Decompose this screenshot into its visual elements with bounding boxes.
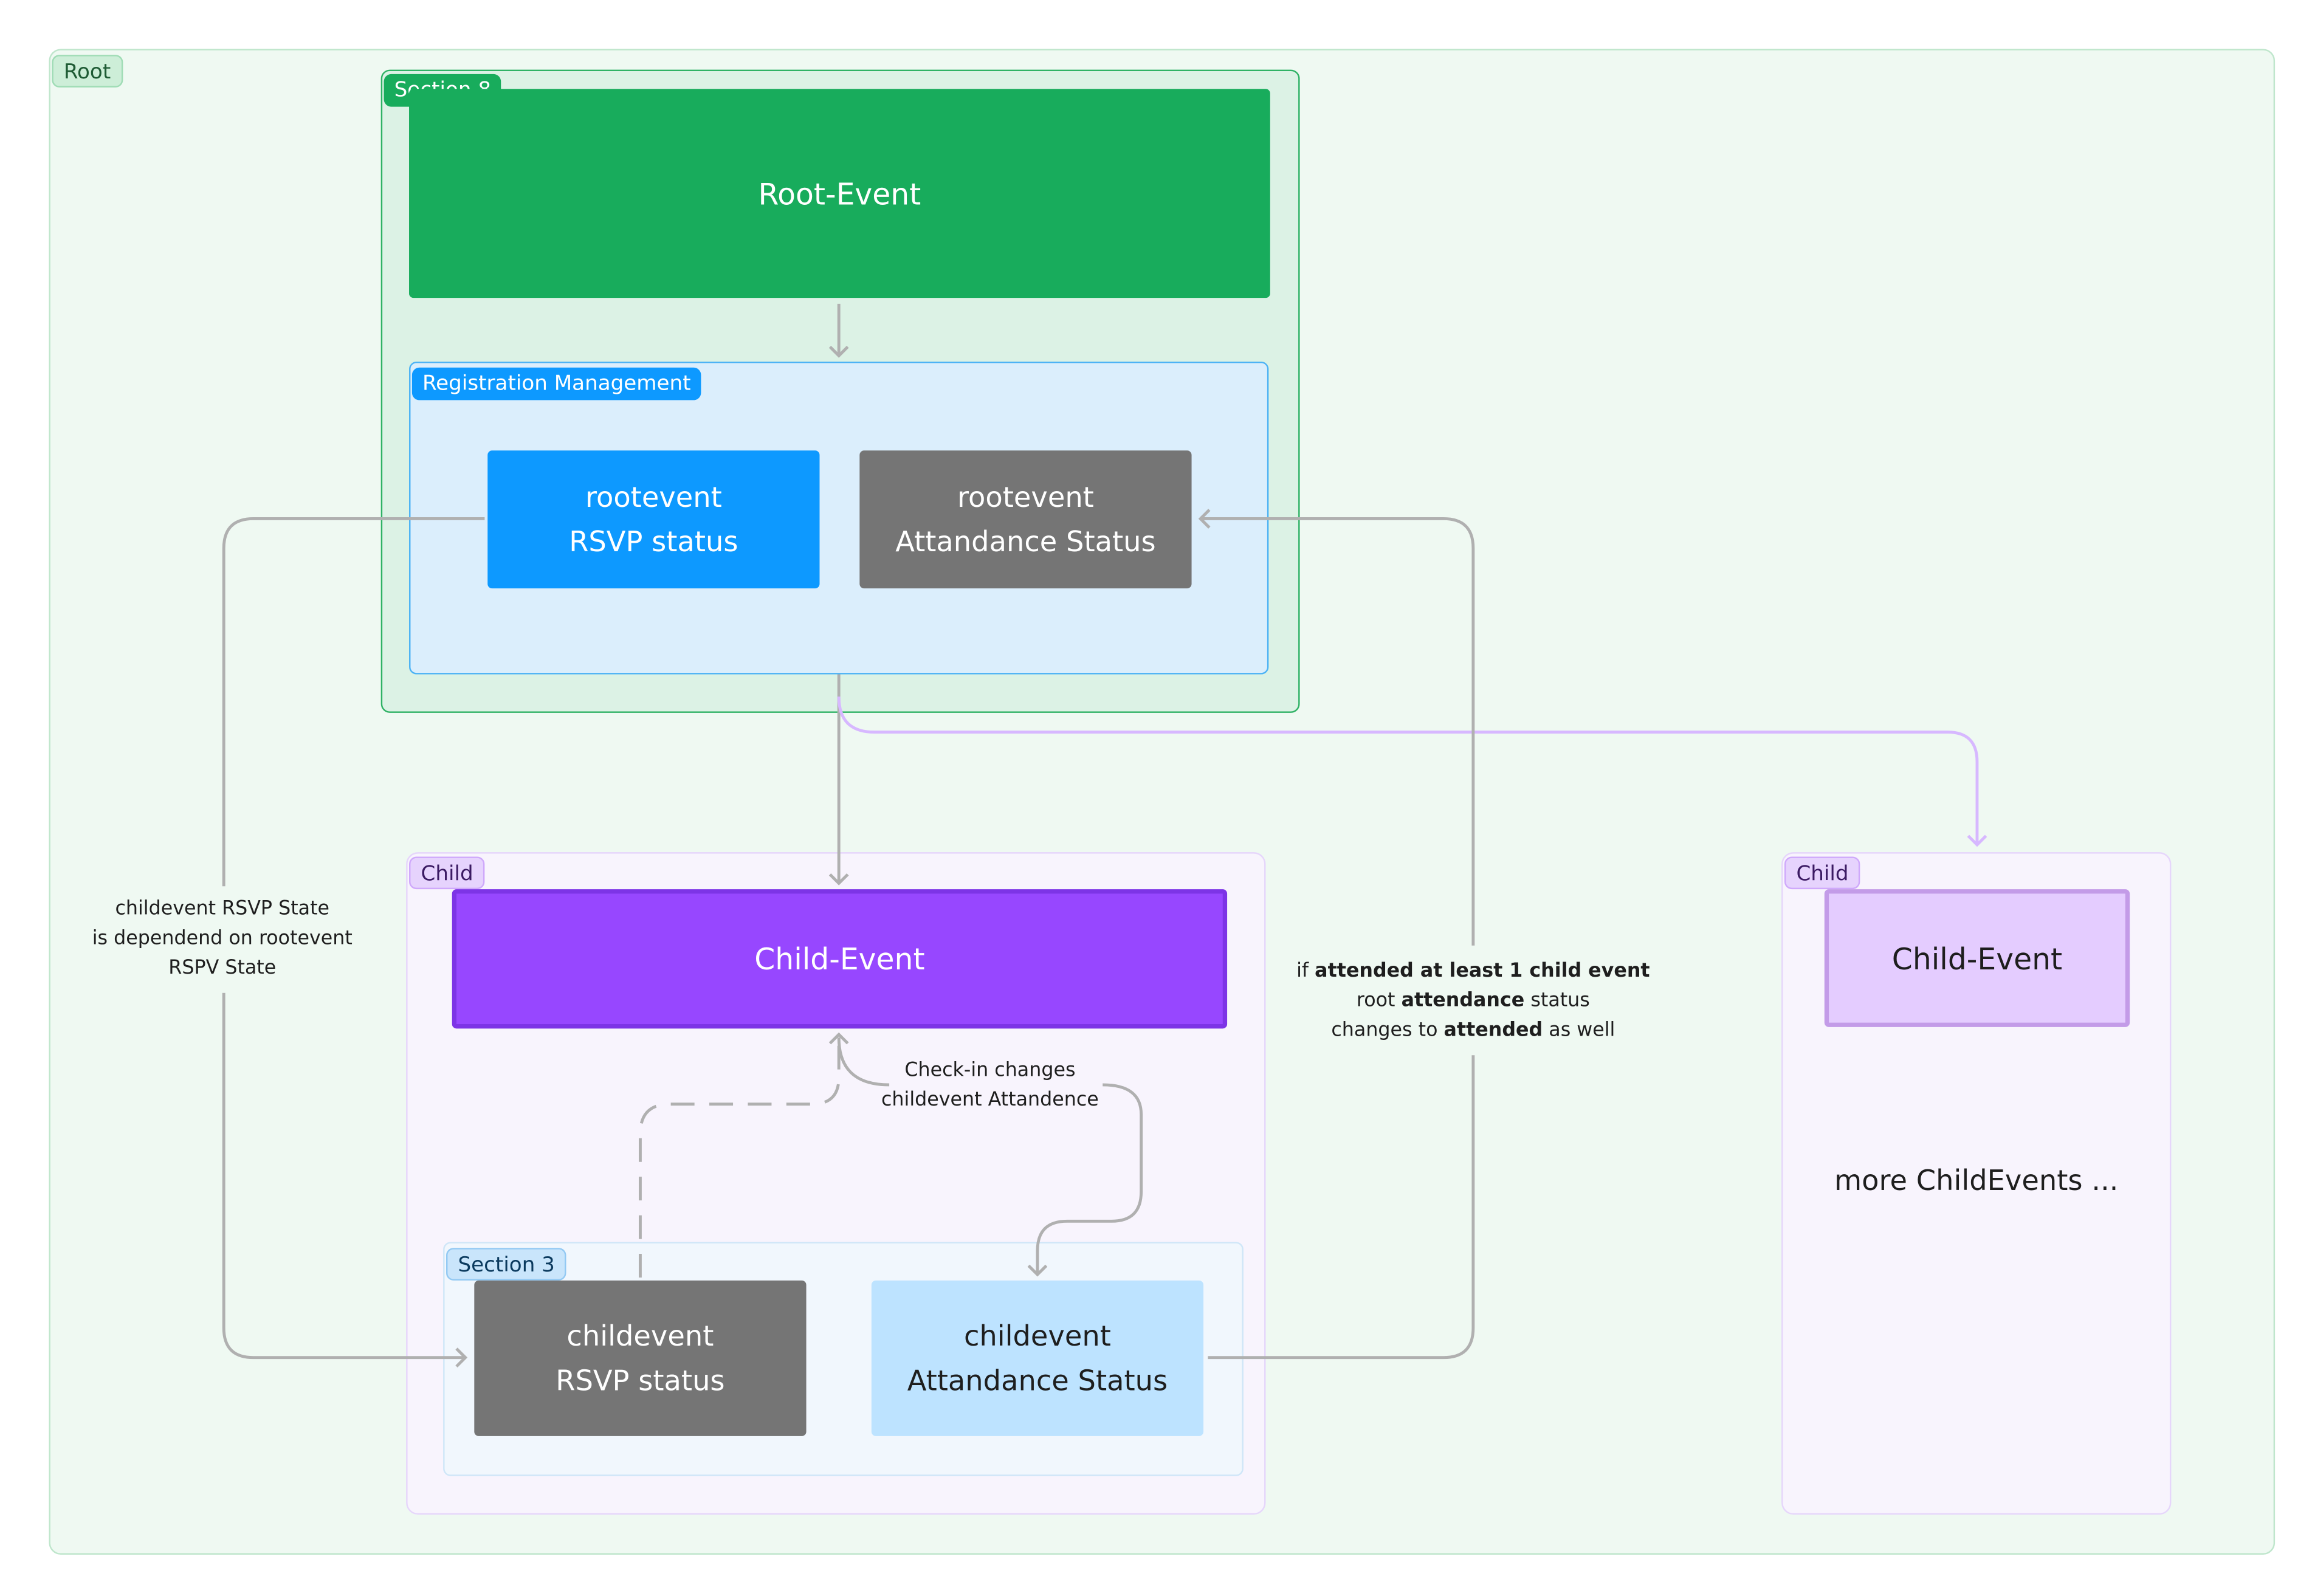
root-event-node[interactable]: Root-Event bbox=[409, 89, 1270, 298]
rsvp-dependency-line3: RSPV State bbox=[168, 957, 277, 980]
childevent-rsvp-line2: RSVP status bbox=[556, 1364, 725, 1397]
edge-registration-to-side-child bbox=[837, 697, 1987, 847]
rootevent-rsvp-line1: rootevent bbox=[585, 481, 722, 514]
checkin-line2: childevent Attandence bbox=[881, 1089, 1099, 1112]
root-section-label: Root bbox=[52, 55, 123, 88]
rootevent-rsvp-line2: RSVP status bbox=[569, 525, 738, 559]
child-section-side-label: Child bbox=[1784, 856, 1861, 890]
attendance-rule-line3: changes to attended as well bbox=[1331, 1019, 1615, 1042]
child-event-node[interactable]: Child-Event bbox=[452, 889, 1228, 1029]
edge-childevent-attendance-to-rootevent-attendance bbox=[1200, 518, 1475, 1360]
child-event-side-label: Child-Event bbox=[1891, 940, 2063, 976]
rootevent-rsvp-status-node[interactable]: rootevent RSVP status bbox=[487, 450, 820, 589]
rsvp-dependency-note: childevent RSVP State is dependend on ro… bbox=[74, 895, 371, 984]
child-event-side-node[interactable]: Child-Event bbox=[1824, 889, 2130, 1027]
rootevent-attendance-line1: rootevent bbox=[957, 481, 1094, 514]
childevent-attendance-status-node[interactable]: childevent Attandance Status bbox=[871, 1280, 1204, 1436]
rsvp-dependency-line2: is dependend on rootevent bbox=[92, 927, 353, 951]
childevent-attendance-line2: Attandance Status bbox=[907, 1364, 1168, 1397]
childevent-rsvp-status-node[interactable]: childevent RSVP status bbox=[474, 1280, 807, 1436]
edge-child-event-to-childevent-attendance bbox=[837, 1037, 1143, 1274]
attendance-rule-note: if attended at least 1 child event root … bbox=[1295, 957, 1651, 1046]
root-event-label: Root-Event bbox=[758, 175, 921, 212]
more-child-events-text: more ChildEvents ... bbox=[1834, 1164, 2119, 1198]
rsvp-dependency-line1: childevent RSVP State bbox=[115, 898, 330, 921]
checkin-line1: Check-in changes bbox=[904, 1059, 1076, 1082]
edge-rootevent-rsvp-to-childevent-rsvp bbox=[222, 517, 485, 1357]
child-section-main-label: Child bbox=[409, 856, 486, 890]
checkin-note: Check-in changes childevent Attandence bbox=[872, 1057, 1109, 1116]
edge-childevent-rsvp-to-child-event-dashed bbox=[638, 1032, 849, 1278]
childevent-attendance-line1: childevent bbox=[963, 1319, 1111, 1353]
attendance-rule-line1: if attended at least 1 child event bbox=[1296, 960, 1650, 983]
rootevent-attendance-line2: Attandance Status bbox=[895, 525, 1156, 559]
childevent-rsvp-line1: childevent bbox=[566, 1319, 714, 1353]
section-3-label: Section 3 bbox=[446, 1248, 567, 1281]
rootevent-attendance-status-node[interactable]: rootevent Attandance Status bbox=[859, 450, 1192, 589]
registration-management-label: Registration Management bbox=[411, 367, 701, 401]
attendance-rule-line2: root attendance status bbox=[1356, 989, 1590, 1013]
child-event-label: Child-Event bbox=[754, 941, 925, 977]
